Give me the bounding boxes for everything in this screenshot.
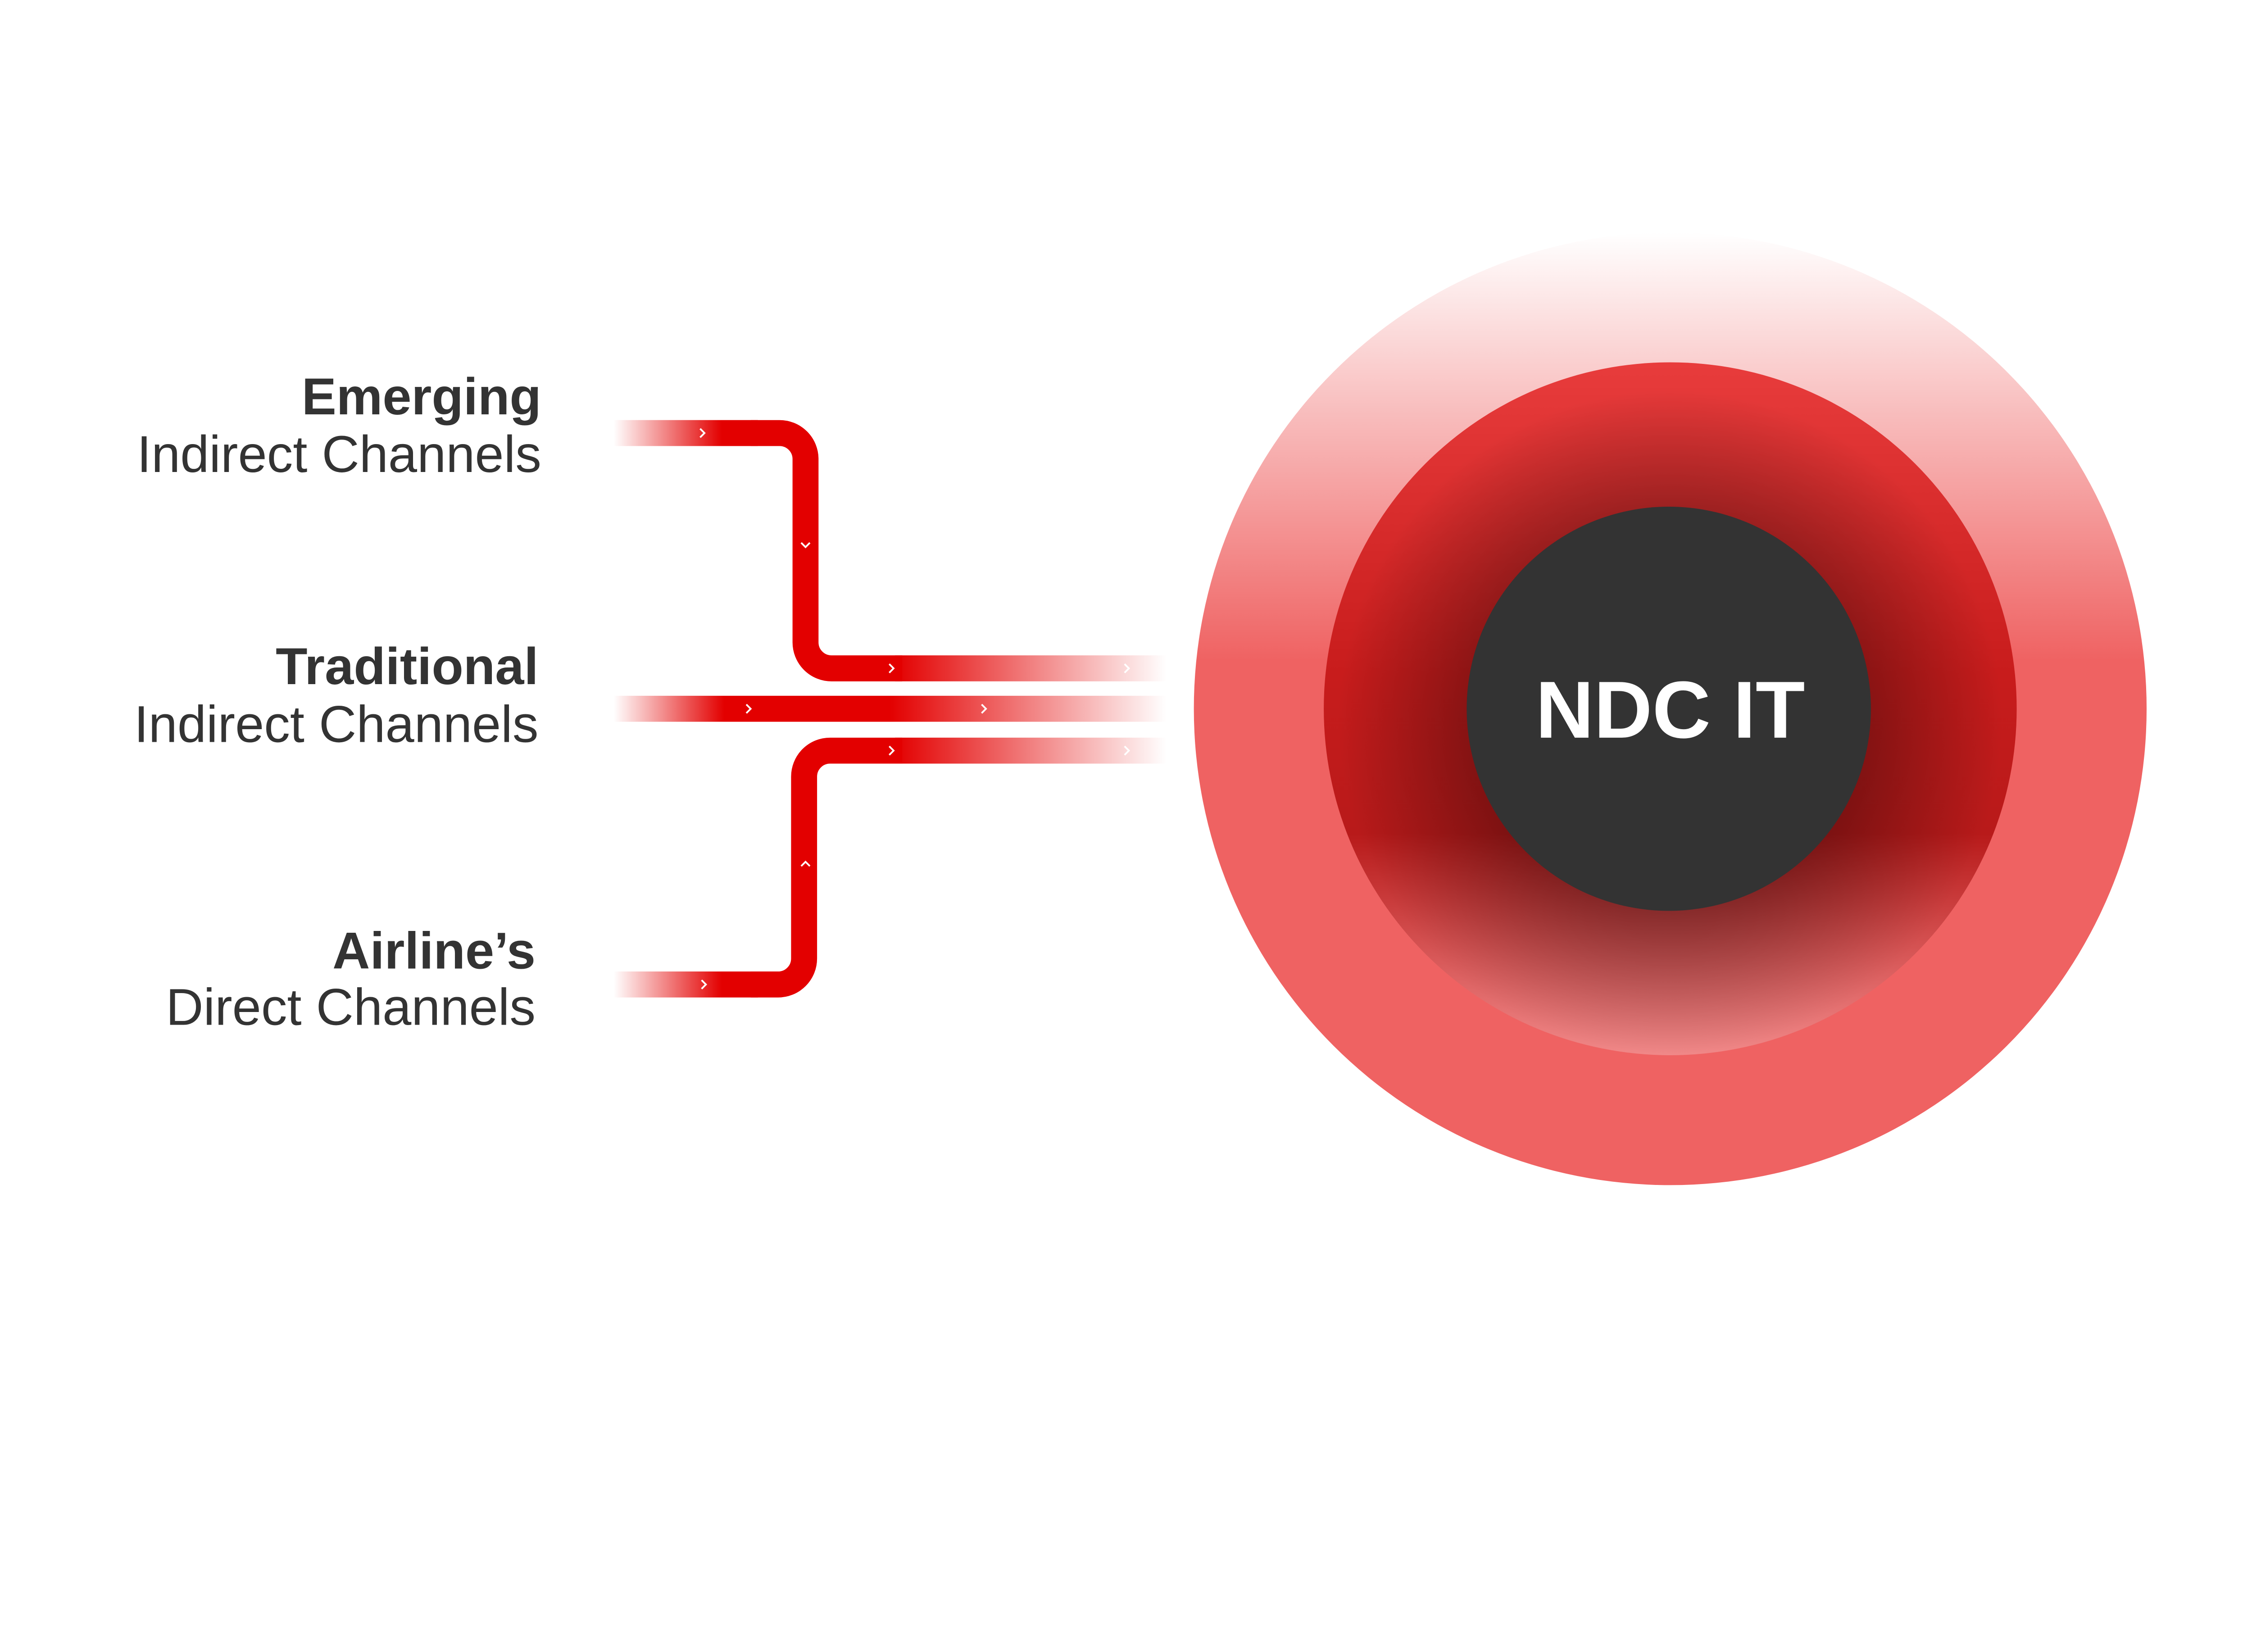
core-label: NDC IT	[1535, 665, 1805, 755]
chevron-right-icon	[1124, 663, 1131, 673]
chevron-up-icon	[800, 860, 811, 867]
chevron-right-icon	[889, 745, 895, 756]
channel-subtitle: Indirect Channels	[134, 695, 539, 753]
channel-title: Traditional	[276, 638, 538, 695]
chevron-right-icon	[1124, 745, 1131, 756]
channel-label-traditional: Traditional Indirect Channels	[134, 638, 539, 753]
flow-emerging	[613, 420, 1167, 681]
chevron-right-icon	[981, 703, 987, 714]
channel-label-airline: Airline’s Direct Channels	[166, 922, 536, 1036]
chevron-right-icon	[699, 428, 706, 438]
chevron-right-icon	[889, 663, 895, 673]
chevron-right-icon	[745, 703, 752, 714]
ndc-diagram: Emerging Indirect Channels Traditional I…	[134, 232, 2147, 1185]
chevron-right-icon	[701, 979, 708, 989]
core-circle: NDC IT	[1467, 506, 1871, 911]
channel-title: Airline’s	[332, 922, 536, 980]
chevron-down-icon	[800, 542, 811, 549]
flow-traditional	[613, 695, 1167, 722]
flow-airline	[613, 737, 1167, 998]
channel-subtitle: Direct Channels	[166, 979, 536, 1036]
channel-title: Emerging	[302, 368, 541, 426]
channel-subtitle: Indirect Channels	[137, 426, 541, 483]
channel-label-emerging: Emerging Indirect Channels	[137, 368, 541, 483]
